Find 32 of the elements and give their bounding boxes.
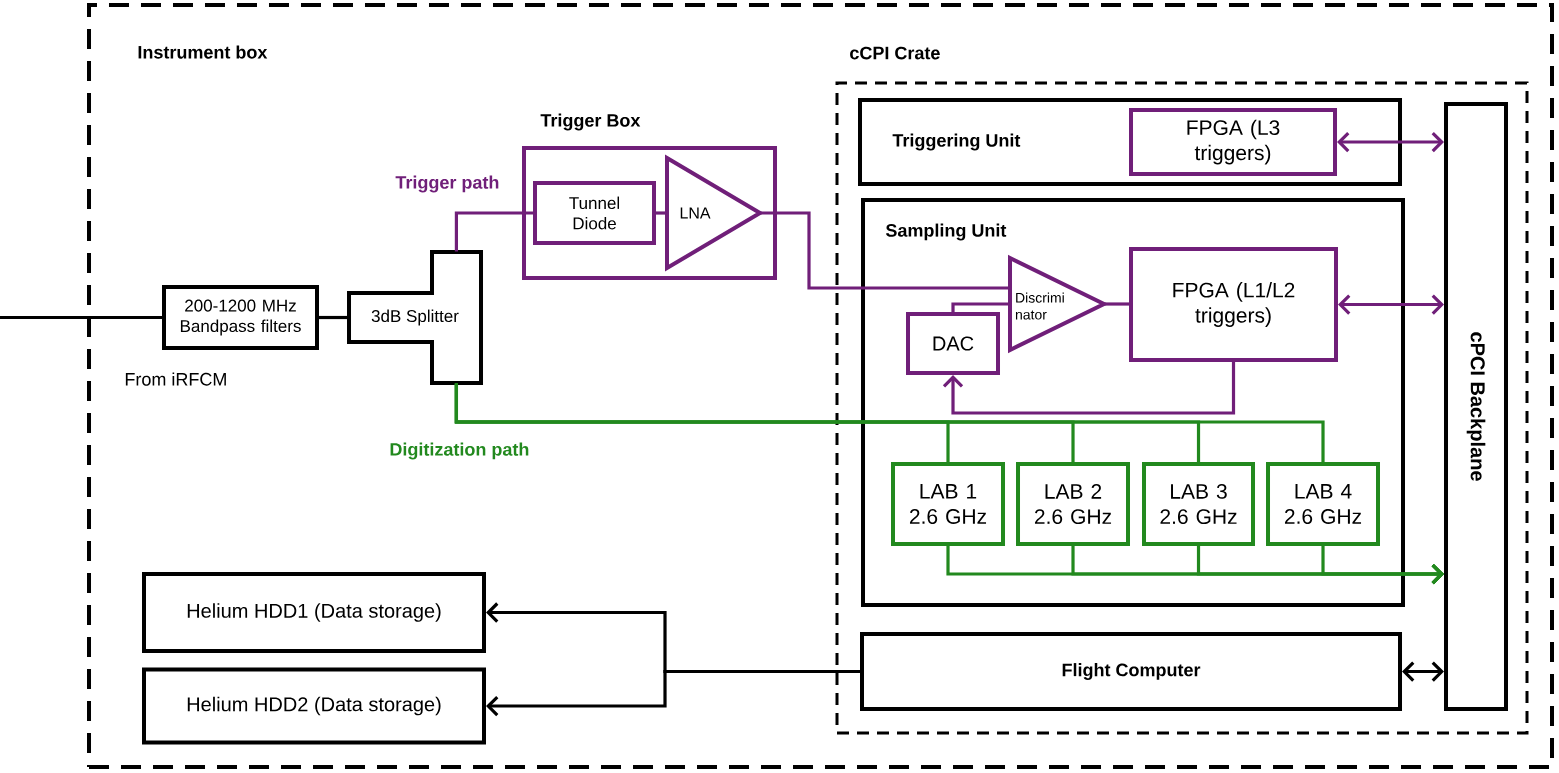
node-label: Trigger Box [540,113,641,131]
lab-box: LAB 1 2.6 GHz [891,462,1005,546]
filter-box: 200-1200 MHz Bandpass filters [162,285,319,350]
connector-line [656,211,667,215]
dac-box: DAC [906,312,1000,375]
connector-line [760,211,1010,290]
backplane-bar: cPCI Backplane [1444,102,1508,711]
fpga-box: FPGA (L1/L2 triggers) [1129,247,1338,362]
arrow [486,669,860,717]
edge-label: From iRFCM [122,370,230,388]
storage-box: Helium HDD2 (Data storage) [142,667,486,745]
computer-box: Flight Computer [860,632,1402,711]
edge-label: Digitization path [387,440,532,462]
arrow [1321,546,1444,585]
double-arrow [1402,661,1444,682]
connector-line [1104,302,1129,306]
connector-line [319,315,349,320]
lab-box: LAB 4 2.6 GHz [1266,462,1380,546]
lab-box: LAB 2 2.6 GHz [1016,462,1130,546]
lab-box: LAB 3 2.6 GHz [1142,462,1255,546]
connector-line [0,315,162,320]
arrow [942,362,1236,415]
connector-line [951,302,1010,312]
fpga-box: FPGA (L3 triggers) [1129,108,1337,176]
diode-box: Tunnel Diode [533,181,656,245]
splitter-block: 3dB Splitter [347,250,483,385]
edge-label: Trigger path [393,173,502,195]
node-label: cCPI Crate [850,46,940,60]
storage-box: Helium HDD1 (Data storage) [142,572,486,653]
connector-line [454,211,533,252]
double-arrow [1338,294,1444,315]
double-arrow [1337,131,1444,153]
